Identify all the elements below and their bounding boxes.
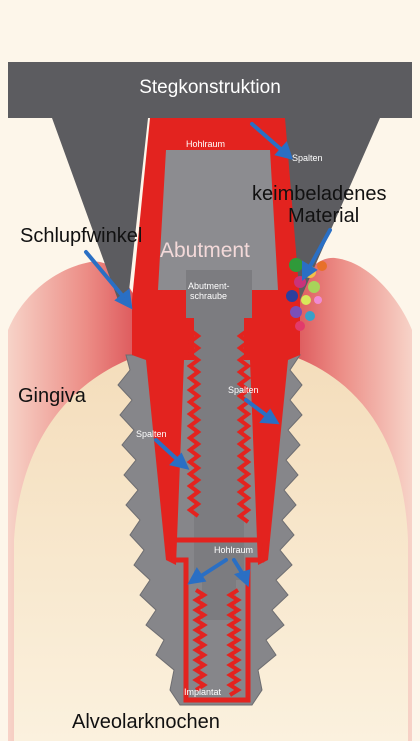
label-gingiva: Gingiva — [18, 386, 86, 406]
label-implantat: Implantat — [184, 688, 221, 697]
label-spalten-left: Spalten — [136, 430, 167, 439]
label-spalten-right: Spalten — [228, 386, 259, 395]
label-alveolarknochen: Alveolarknochen — [72, 712, 220, 732]
label-abutment-schraube-2: schraube — [190, 292, 227, 301]
label-spalten-top: Spalten — [292, 154, 323, 163]
label-keimbeladenes: keimbeladenes — [252, 184, 387, 204]
label-material: Material — [288, 206, 359, 226]
label-hohlraum-bottom: Hohlraum — [214, 546, 253, 555]
label-abutment-schraube-1: Abutment- — [188, 282, 230, 291]
label-stegkonstruktion: Stegkonstruktion — [0, 78, 420, 97]
label-abutment: Abutment — [160, 240, 250, 261]
label-hohlraum-top: Hohlraum — [186, 140, 225, 149]
label-schlupfwinkel: Schlupfwinkel — [20, 226, 142, 246]
